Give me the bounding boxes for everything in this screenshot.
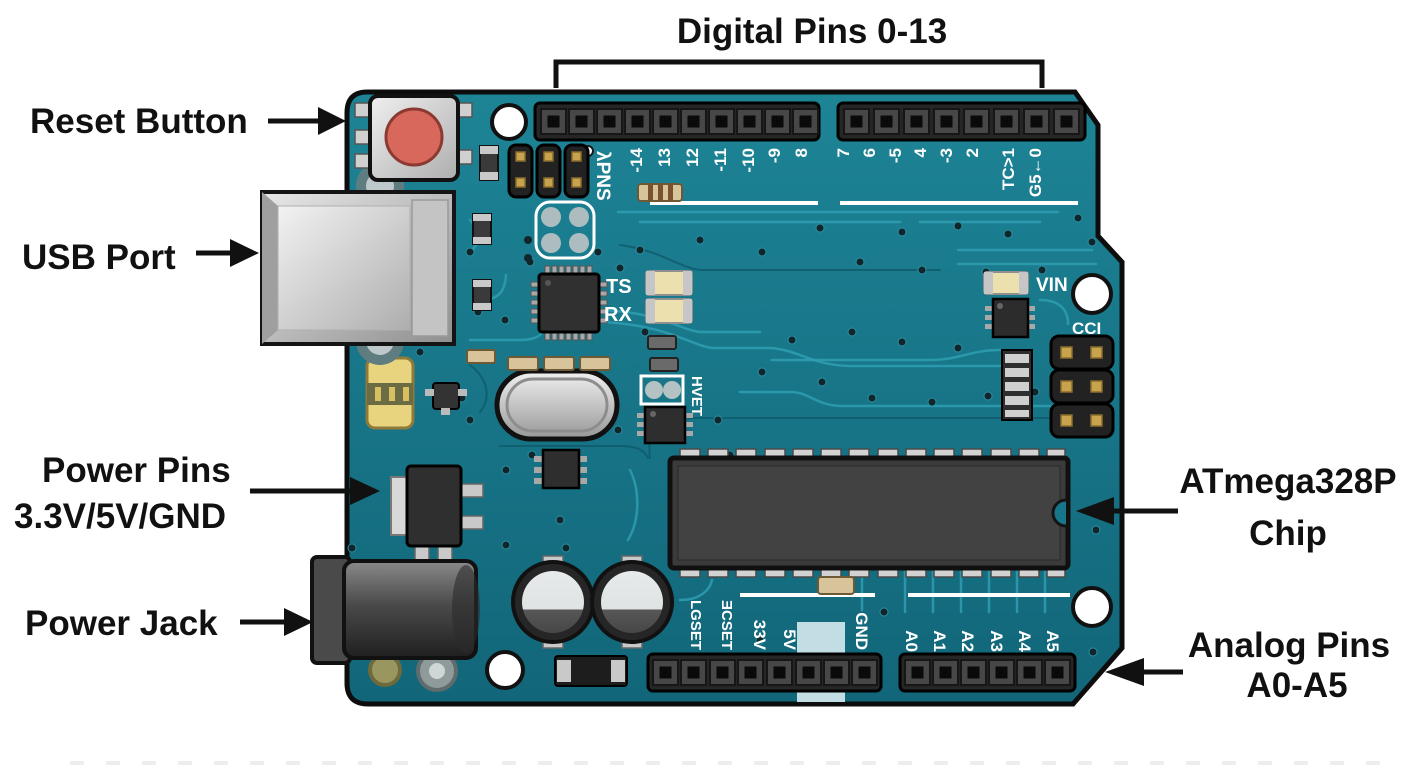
silk-circle-box <box>524 200 596 262</box>
digital-pin-label: -9 <box>765 148 784 163</box>
usb-serial-chip <box>530 265 608 341</box>
digital-pin-label: -10 <box>739 148 758 173</box>
usb-port <box>260 190 456 346</box>
reset-button-cap <box>384 107 444 167</box>
analog-pin-label: A1 <box>930 630 949 652</box>
mounting-holes <box>485 103 1113 690</box>
power-pin-label: 33V <box>750 620 769 651</box>
usb-port-label: USB Port <box>22 238 176 277</box>
usb-port-arrow <box>196 239 259 267</box>
chip-arrow <box>1076 497 1178 525</box>
digital-pin-label: 4 <box>911 147 930 157</box>
soic-chip-1 <box>637 405 693 445</box>
mounting-hole <box>490 103 528 141</box>
icsp-silk-label: CCI <box>1072 319 1101 338</box>
digital-header-right <box>836 101 1087 142</box>
soic-chip-2 <box>534 448 587 490</box>
digital-header-silk-label: λPNS <box>592 151 613 201</box>
electrolytic-capacitor-1 <box>511 555 595 649</box>
digital-header-left <box>533 101 821 142</box>
aref-silk-box <box>639 374 685 406</box>
icsp-header-top <box>507 143 590 199</box>
analog-pin-silk-labels: A0 A1 A2 A3 A4 A5 <box>902 630 1062 652</box>
power-pins-label-line2: 3.3V/5V/GND <box>14 497 226 536</box>
digital-pin-label: 2 <box>963 148 982 157</box>
reset-button <box>354 94 473 182</box>
power-jack <box>310 555 480 665</box>
electrolytic-capacitor-2 <box>590 555 674 649</box>
resistor-array <box>1001 349 1033 421</box>
mounting-hole <box>1071 273 1113 315</box>
digital-pin-label: 7 <box>834 148 853 157</box>
analog-pin-label: A3 <box>987 630 1006 652</box>
jack-pad-center <box>429 663 445 679</box>
crystal-oscillator <box>494 368 620 442</box>
power-header <box>646 652 883 693</box>
power-pin-label: 5V <box>780 629 799 650</box>
power-pins-arrow <box>250 477 380 505</box>
digital-pin-label: -3 <box>937 148 956 163</box>
vin-silk-label: VIN <box>1036 275 1068 296</box>
atmega-chip <box>667 448 1071 578</box>
digital-pin-label: -5 <box>886 148 905 163</box>
mounting-hole <box>1071 586 1113 628</box>
chip-label-line1: ATmega328P <box>1179 462 1396 501</box>
chip-label-line2: Chip <box>1249 514 1327 553</box>
rx-silk-label: RX <box>604 304 632 326</box>
digital-pin-label: -14 <box>627 147 646 172</box>
callouts: Digital Pins 0-13 Reset Button USB Port … <box>14 12 1397 705</box>
icsp-header-right <box>1049 334 1115 439</box>
mounting-hole <box>485 650 525 690</box>
tx-silk-label: TS <box>606 276 632 298</box>
analog-pin-label: A0 <box>902 630 921 652</box>
digital-pin-label: TC>1 <box>999 148 1018 190</box>
tx-led <box>645 270 693 296</box>
reset-button-label: Reset Button <box>30 102 248 141</box>
digital-pin-label: G5←0 <box>1026 148 1045 197</box>
analog-pins-label-line2: A0-A5 <box>1246 666 1347 705</box>
aref-silk-label: HVET <box>688 376 705 416</box>
analog-header <box>898 652 1077 693</box>
analog-pin-label: A2 <box>958 630 977 652</box>
digital-pin-label: 13 <box>655 148 674 167</box>
power-pin-silk-labels: LGSET ƎCSET 33V 5V GND <box>687 600 871 651</box>
power-pin-label: GND <box>852 612 871 650</box>
digital-pins-label: Digital Pins 0-13 <box>677 12 947 51</box>
silk-lines <box>650 201 1078 597</box>
power-pins-label-line1: Power Pins <box>42 451 231 490</box>
vin-led <box>983 271 1029 295</box>
analog-pin-label: A5 <box>1043 630 1062 652</box>
polyfuse <box>365 356 415 430</box>
rx-led <box>645 298 693 324</box>
smd-resistor <box>637 183 683 202</box>
analog-pin-label: A4 <box>1015 630 1034 652</box>
digital-pin-label: 8 <box>792 148 811 157</box>
analog-pins-arrow <box>1105 658 1183 686</box>
reset-button-arrow <box>268 107 346 135</box>
digital-pin-label: 6 <box>860 148 879 157</box>
small-passives <box>425 145 855 687</box>
power-pin-label: LGSET <box>687 600 704 650</box>
digital-pins-bracket <box>553 59 1045 88</box>
digital-pin-silk-labels: -14 13 12 -11 -10 -9 8 7 6 -5 4 -3 2 TC>… <box>627 147 1045 197</box>
soic-chip-3 <box>985 297 1035 339</box>
digital-pin-label: -11 <box>711 148 730 172</box>
chip-notch <box>1051 498 1067 528</box>
power-jack-arrow <box>240 608 313 636</box>
arduino-board: λPNS -14 13 12 -11 -10 -9 8 7 6 -5 4 -3 … <box>260 89 1125 707</box>
digital-pin-label: 12 <box>683 148 702 167</box>
voltage-regulator <box>390 464 484 563</box>
power-pin-label: ƎCSET <box>718 600 735 650</box>
analog-pins-label-line1: Analog Pins <box>1188 626 1390 665</box>
power-jack-label: Power Jack <box>25 604 218 643</box>
